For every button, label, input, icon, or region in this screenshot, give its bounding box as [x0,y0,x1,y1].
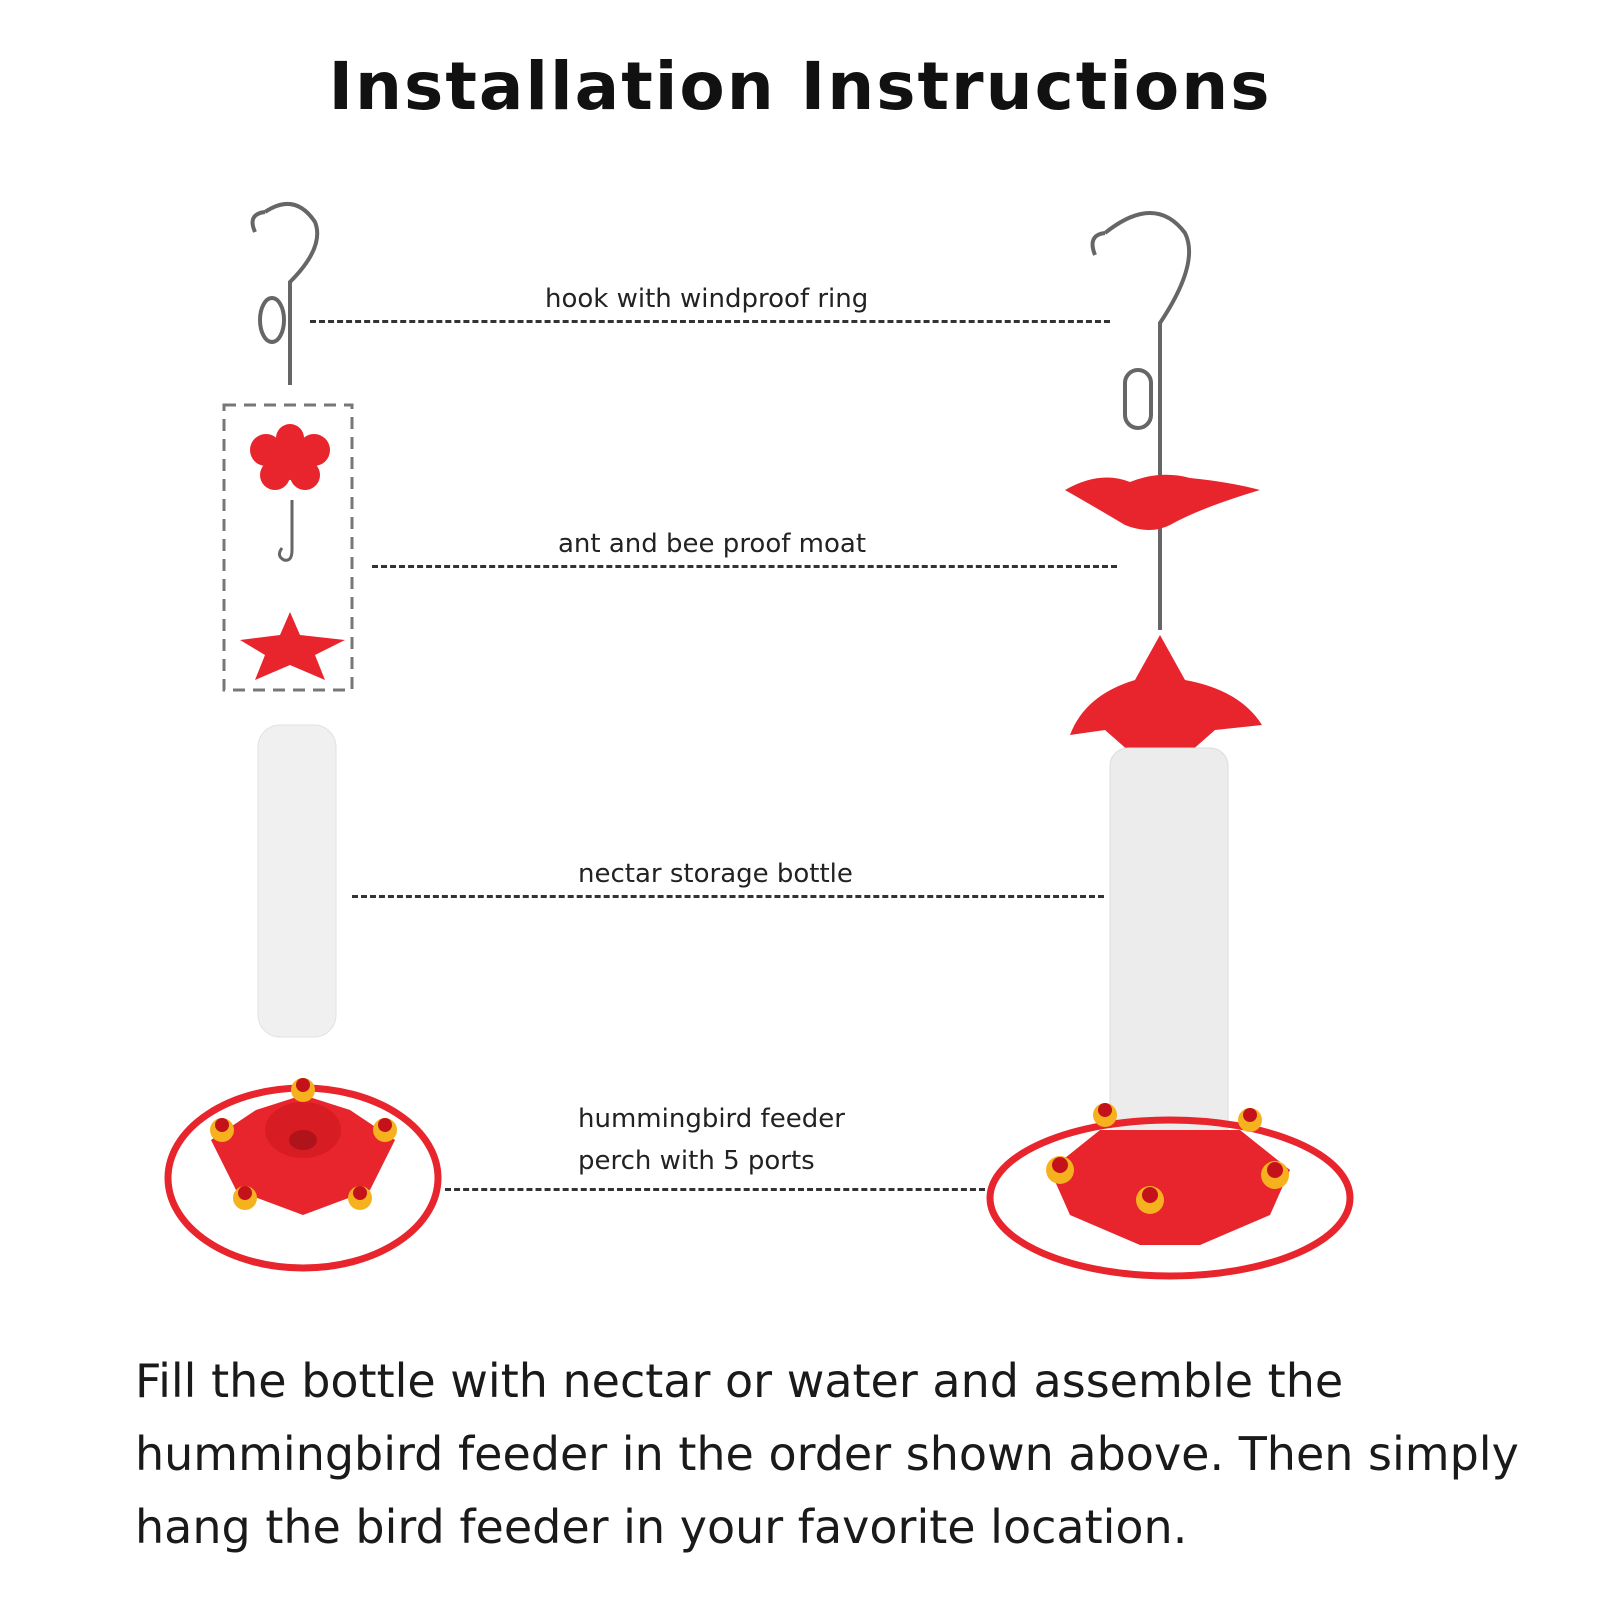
label-perch-line2: perch with 5 ports [578,1146,815,1176]
assembled-top-cap-icon [1070,635,1262,752]
label-bottle: nectar storage bottle [578,859,853,889]
leader-line-moat [372,565,1117,568]
leader-line-bottle [352,895,1104,898]
bottle-icon [257,724,337,1038]
moat-top-icon [250,424,330,490]
small-hook-icon [277,500,294,562]
label-perch-line1: hummingbird feeder [578,1104,845,1134]
label-moat: ant and bee proof moat [558,529,867,559]
moat-group-outline [222,403,354,692]
instructions-text: Fill the bottle with nectar or water and… [135,1354,1519,1554]
moat-bottom-icon [240,612,345,680]
perch-base-icon [164,1078,442,1272]
assembled-hook-icon [1090,211,1192,630]
page-title: Installation Instructions [328,48,1272,125]
assembled-moat-icon [1065,474,1260,530]
leader-line-hook [310,320,1110,323]
hook-icon [250,202,320,385]
label-hook: hook with windproof ring [545,284,869,314]
assembled-bottle-icon [1109,747,1229,1144]
assembled-perch-icon [986,1103,1354,1280]
leader-line-perch [445,1188,985,1191]
